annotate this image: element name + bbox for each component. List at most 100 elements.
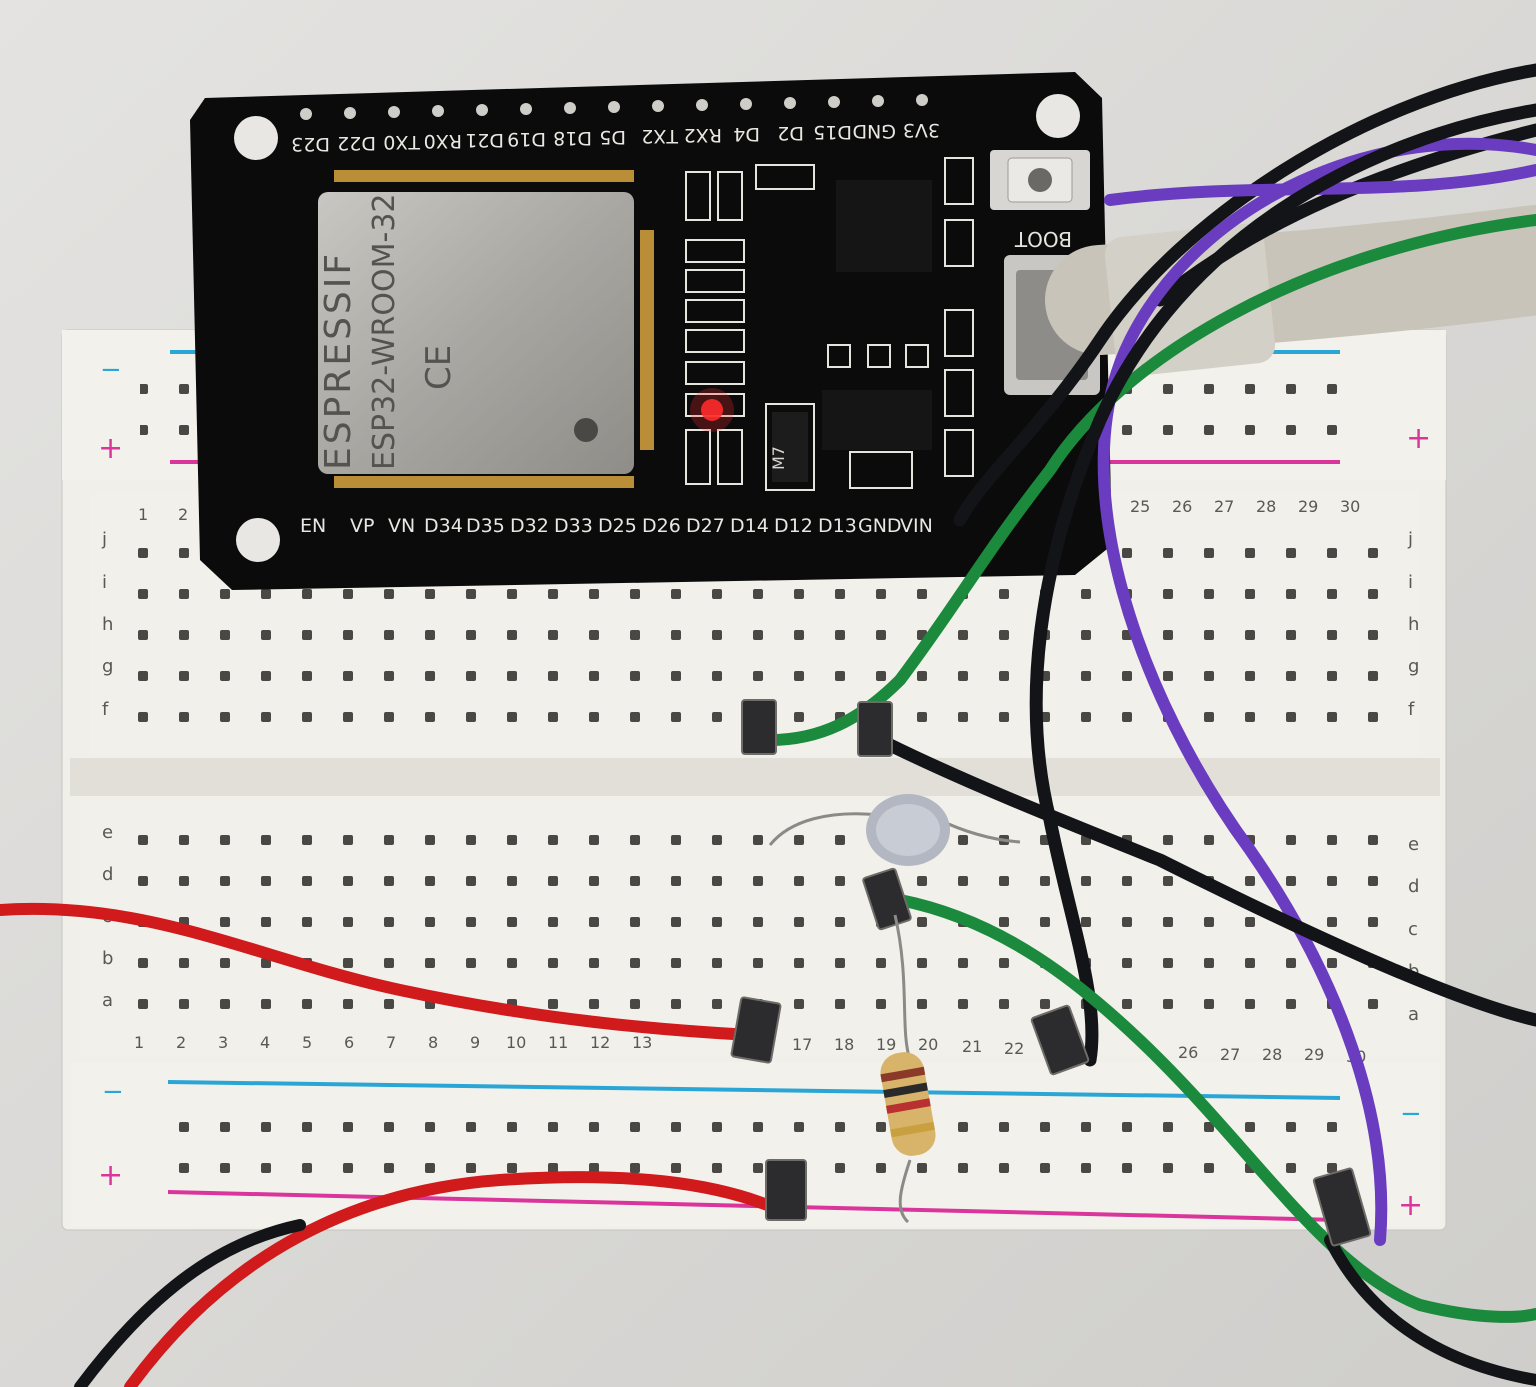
wire-black-bottom-right	[1324, 1234, 1536, 1386]
regulator-ic-label: M7	[769, 446, 788, 470]
col-num-bottom-9: 9	[470, 1033, 480, 1052]
row-label-e-left: e	[102, 822, 113, 843]
col-num-top-30: 30	[1340, 497, 1360, 516]
col-num-top-28: 28	[1256, 497, 1276, 516]
rail-plus-top-right: +	[1406, 421, 1431, 456]
col-num-bottom-3: 3	[218, 1033, 228, 1052]
col-num-top-27: 27	[1214, 497, 1234, 516]
col-num-bottom-27: 27	[1220, 1045, 1240, 1064]
usb-uart-chip	[836, 180, 932, 272]
connector	[741, 699, 777, 755]
wire-purple-main	[1097, 137, 1536, 1246]
boot-label: BOOT	[1014, 227, 1072, 251]
pin-label-d13: D13	[818, 515, 857, 537]
pin-label-d15: D15	[813, 121, 852, 143]
col-num-bottom-12: 12	[590, 1033, 610, 1052]
col-num-top-2: 2	[178, 505, 188, 524]
col-num-bottom-20: 20	[918, 1035, 938, 1054]
pin-label-vp: VP	[350, 515, 374, 537]
col-num-top-1: 1	[138, 505, 148, 524]
wire-red-left	[0, 902, 756, 1041]
pin-label-vin: VIN	[900, 515, 933, 537]
connector	[1030, 1004, 1090, 1076]
row-label-c-right: c	[1408, 919, 1418, 940]
col-num-bottom-17: 17	[792, 1035, 812, 1054]
col-num-top-29: 29	[1298, 497, 1318, 516]
wire-red-bottom	[124, 1171, 796, 1387]
connector	[730, 996, 782, 1064]
pin-label-d23: D23	[291, 133, 330, 155]
pin-label-d32: D32	[510, 515, 549, 537]
col-num-bottom-22: 22	[1004, 1039, 1024, 1058]
pin-label-rx2: RX2	[684, 124, 722, 146]
row-label-g-left: g	[102, 656, 113, 677]
row-label-j-left: j	[101, 529, 107, 550]
pin-label-d21: D21	[465, 129, 504, 151]
col-num-bottom-4: 4	[260, 1033, 270, 1052]
pin-label-d5: D5	[599, 126, 626, 148]
pin-label-d22: D22	[337, 132, 376, 154]
pin-label-d26: D26	[642, 515, 681, 537]
col-num-bottom-21: 21	[962, 1037, 982, 1056]
rail-plus-bottom-right: +	[1398, 1188, 1423, 1223]
row-label-i-right: i	[1408, 572, 1413, 593]
row-label-d-right: d	[1408, 876, 1419, 897]
wire-black-top	[953, 63, 1536, 527]
pin-label-d35: D35	[466, 515, 505, 537]
row-label-h-left: h	[102, 614, 113, 635]
rail-minus-top-left: −	[100, 355, 122, 385]
bottom-pin-labels: EN VP VN D34 D35 D32 D33 D25 D26 D27 D14…	[300, 515, 933, 537]
wire-black-mid	[873, 733, 1536, 1027]
wire-black-bottom-left	[74, 1219, 306, 1387]
module-name-label: ESP32-WROOM-32	[367, 194, 402, 471]
col-num-bottom-7: 7	[386, 1033, 396, 1052]
row-label-i-left: i	[102, 572, 107, 593]
connector	[862, 867, 912, 931]
top-pin-labels: D23 D22 TX0 RX0 D21 D19 D18 D5 TX2 RX2 D…	[291, 119, 940, 155]
boot-button[interactable]	[990, 150, 1090, 210]
pin-label-d4: D4	[733, 123, 760, 145]
row-label-f-left: f	[102, 699, 109, 720]
mounting-hole	[1036, 94, 1080, 138]
pin-label-d14: D14	[730, 515, 769, 537]
col-num-bottom-2: 2	[176, 1033, 186, 1052]
col-num-bottom-6: 6	[344, 1033, 354, 1052]
pin-label-vn: VN	[388, 515, 415, 537]
col-num-bottom-19: 19	[876, 1035, 896, 1054]
col-num-bottom-26: 26	[1178, 1043, 1198, 1062]
pin-label-d19: D19	[507, 128, 546, 150]
col-num-bottom-13: 13	[632, 1033, 652, 1052]
power-led	[701, 399, 723, 421]
ldr-sensor	[768, 794, 1021, 866]
pin-label-3v3: 3V3	[903, 119, 940, 141]
col-num-bottom-10: 10	[506, 1033, 526, 1052]
row-label-f-right: f	[1408, 699, 1415, 720]
mounting-hole	[236, 518, 280, 562]
connector	[765, 1159, 807, 1221]
pin-label-tx2: TX2	[641, 125, 679, 147]
col-num-bottom-1: 1	[134, 1033, 144, 1052]
pin-label-gnd-bottom: GND	[858, 515, 902, 537]
pin-label-d33: D33	[554, 515, 593, 537]
pin-label-d18: D18	[553, 127, 592, 149]
row-label-e-right: e	[1408, 834, 1419, 855]
esp32-wroom-module	[318, 192, 634, 474]
module-brand-label: ESPRESSIF	[318, 251, 359, 470]
pin-label-d34: D34	[424, 515, 463, 537]
connector	[1312, 1167, 1372, 1247]
row-label-a-left: a	[102, 990, 113, 1011]
wire-black-long	[1029, 103, 1536, 1067]
pin-label-d2: D2	[777, 122, 804, 144]
row-label-b-left: b	[102, 948, 113, 969]
ce-mark: CE	[419, 345, 459, 390]
col-num-bottom-18: 18	[834, 1035, 854, 1054]
connector	[857, 701, 893, 757]
center-channel	[70, 758, 1440, 796]
rail-minus-bottom-right: −	[1400, 1099, 1422, 1129]
col-num-bottom-29: 29	[1304, 1045, 1324, 1064]
pin-label-d12: D12	[774, 515, 813, 537]
wire-connectors	[730, 699, 1372, 1247]
col-num-top-26: 26	[1172, 497, 1192, 516]
pin-label-en: EN	[300, 515, 326, 537]
